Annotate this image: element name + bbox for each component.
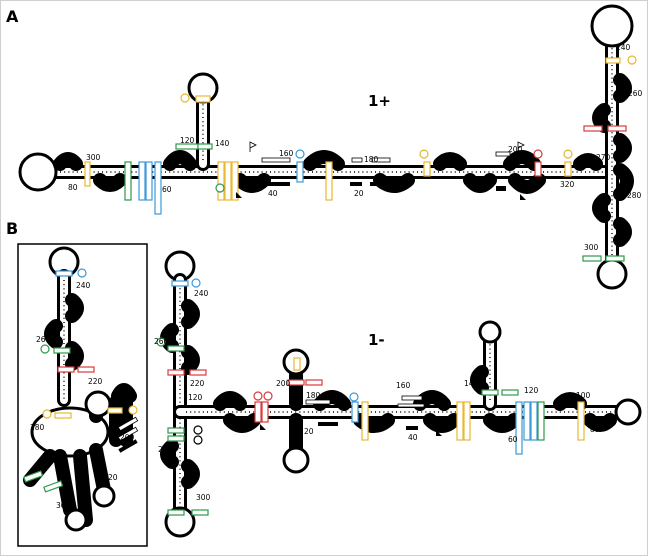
- svg-text:220: 220: [190, 379, 205, 388]
- svg-text:300: 300: [584, 243, 599, 252]
- svg-text:200: 200: [276, 379, 291, 388]
- structure-label-1minus: 1-: [368, 331, 385, 349]
- svg-text:20: 20: [108, 473, 118, 482]
- svg-text:80: 80: [68, 183, 78, 192]
- structure-label-1plus: 1+: [368, 92, 391, 110]
- svg-text:240: 240: [194, 289, 209, 298]
- svg-text:270: 270: [596, 153, 611, 162]
- svg-text:280: 280: [627, 191, 642, 200]
- svg-text:200: 200: [508, 145, 523, 154]
- svg-text:100: 100: [576, 391, 591, 400]
- svg-text:180: 180: [364, 155, 379, 164]
- svg-text:20: 20: [304, 427, 314, 436]
- svg-text:300: 300: [56, 501, 71, 510]
- panel-b-label: B: [6, 219, 18, 238]
- svg-text:220: 220: [88, 377, 103, 386]
- svg-text:120: 120: [180, 136, 195, 145]
- svg-text:260: 260: [36, 335, 51, 344]
- svg-text:280: 280: [158, 445, 173, 454]
- svg-text:60: 60: [162, 185, 172, 194]
- svg-text:140: 140: [464, 379, 479, 388]
- svg-text:120: 120: [188, 393, 203, 402]
- svg-text:260: 260: [154, 337, 169, 346]
- svg-text:20: 20: [354, 189, 364, 198]
- structure-1minus: 240 260 220 280 300 200 180 120 160 140 …: [154, 250, 642, 538]
- svg-text:160: 160: [396, 381, 411, 390]
- svg-text:40: 40: [408, 433, 418, 442]
- svg-text:320: 320: [560, 180, 575, 189]
- panel-a-label: A: [6, 7, 19, 26]
- svg-text:300: 300: [86, 153, 101, 162]
- svg-text:80: 80: [590, 425, 600, 434]
- svg-text:300: 300: [196, 493, 211, 502]
- svg-text:260: 260: [628, 89, 643, 98]
- svg-text:200: 200: [120, 433, 135, 442]
- svg-text:140: 140: [215, 139, 230, 148]
- structure-3minus: 240 260 220 280 300 200 20: [23, 246, 139, 532]
- svg-text:120: 120: [524, 386, 539, 395]
- svg-text:280: 280: [30, 423, 45, 432]
- svg-text:60: 60: [508, 435, 518, 444]
- svg-text:240: 240: [76, 281, 91, 290]
- svg-text:160: 160: [279, 149, 294, 158]
- svg-text:180: 180: [306, 391, 321, 400]
- svg-text:240: 240: [616, 43, 631, 52]
- structure-1plus: 240 260 120 140 160 180 200 270 300 80 6…: [18, 4, 643, 290]
- svg-text:40: 40: [268, 189, 278, 198]
